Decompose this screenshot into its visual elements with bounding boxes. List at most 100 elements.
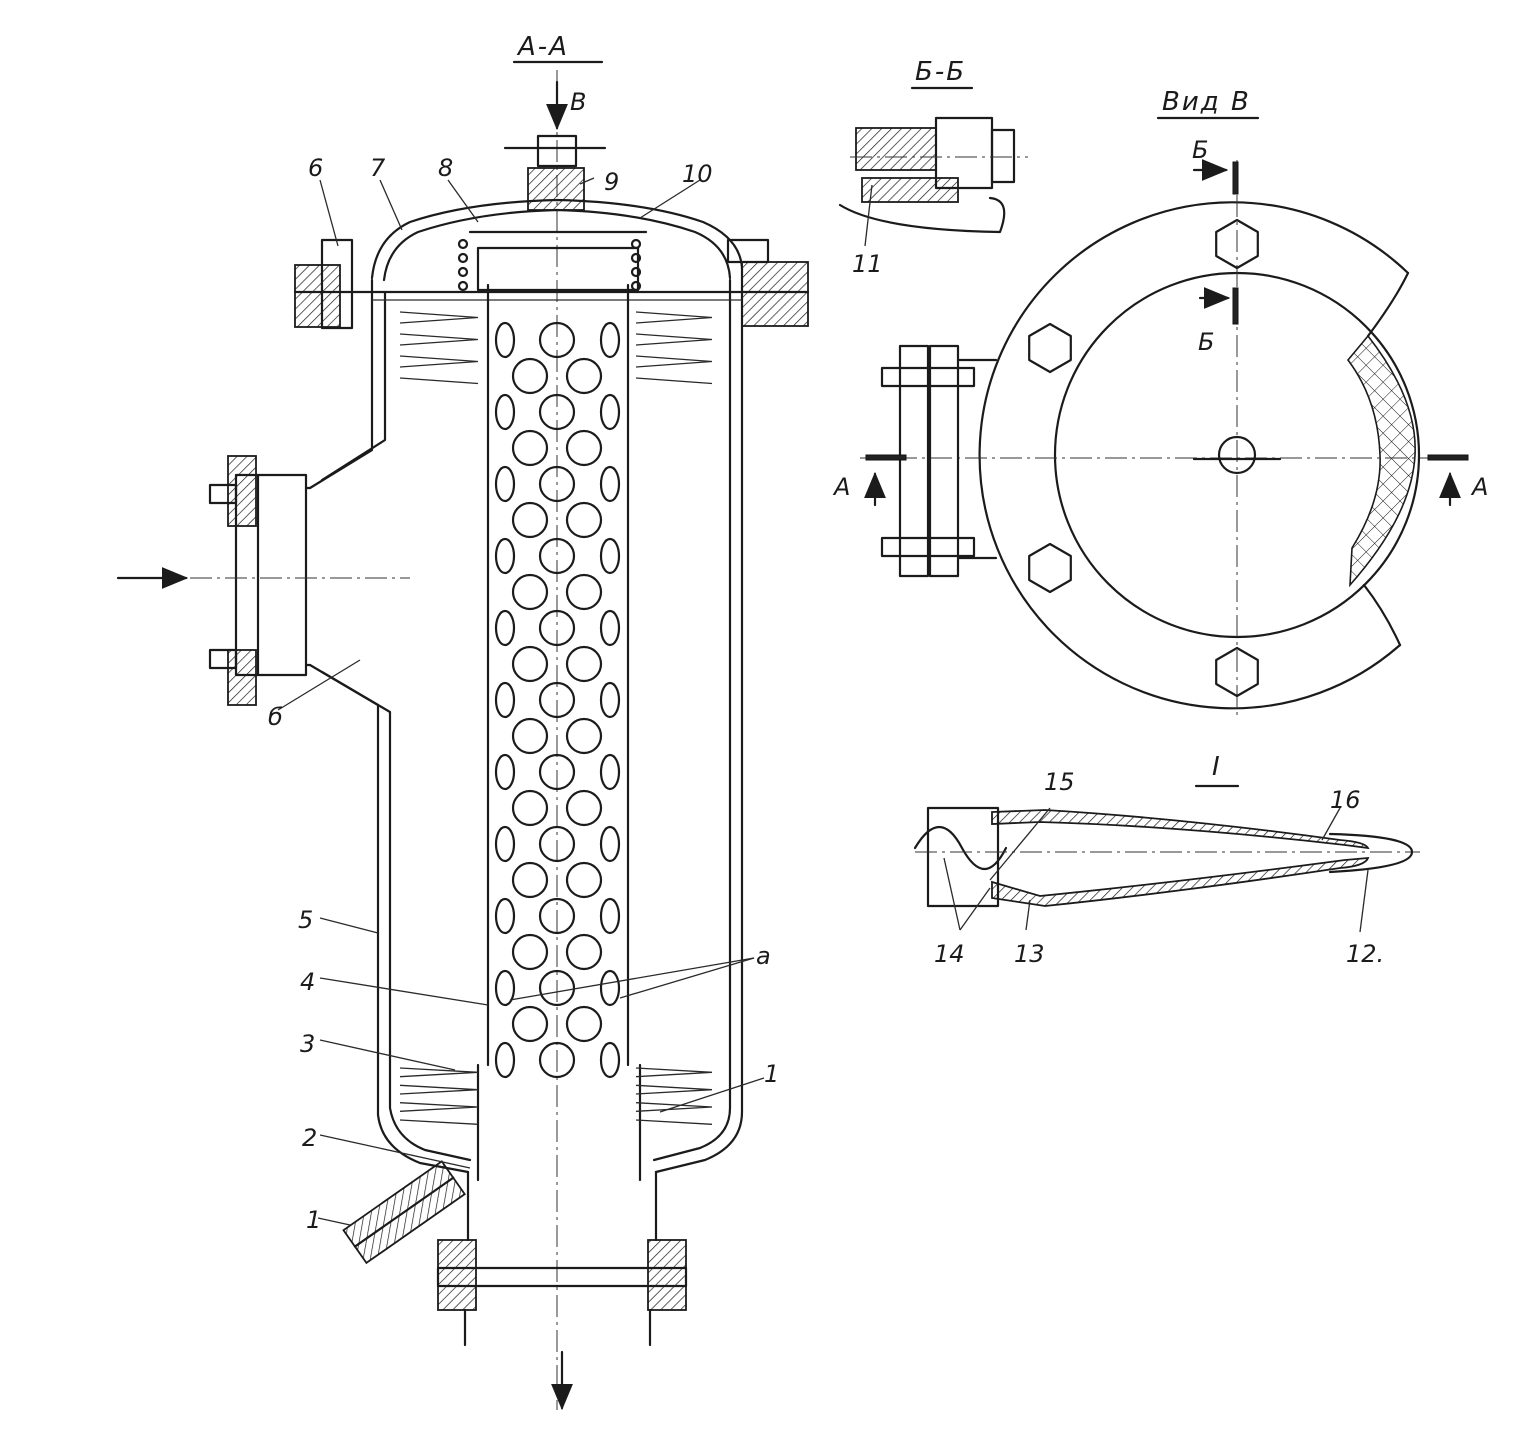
perforation-hole: [494, 609, 516, 647]
drain-valve: [342, 1160, 466, 1265]
label-15: 15: [1044, 768, 1075, 796]
section-b-detail: Б-Б 11: [838, 57, 1028, 278]
filter-tube-right-wall: [626, 283, 642, 1182]
perforation-hole: [511, 717, 549, 755]
perforation-hole: [511, 429, 549, 467]
perforation-hole: [599, 1041, 621, 1079]
perforation-hole: [599, 393, 621, 431]
detail-i-lower-leaf: [991, 856, 1370, 907]
label-6: 6: [308, 154, 323, 182]
valve-handwheel-hub: [536, 134, 578, 168]
perforation-hole: [511, 645, 549, 683]
leader-14b: [959, 887, 991, 931]
section-b-nut: [990, 128, 1016, 184]
label-10: 10: [682, 160, 713, 188]
filter-tube-left-wall: [476, 283, 490, 1182]
perforation-hole: [565, 861, 603, 899]
cut-b-top-mark: [1232, 161, 1239, 195]
cut-a-left-label: А: [832, 473, 850, 501]
perforation-hole: [538, 393, 576, 431]
perforation-hole: [494, 897, 516, 935]
perforation-hole: [494, 393, 516, 431]
perforation-hole: [494, 753, 516, 791]
air-valve: [503, 80, 607, 211]
perforation-hole: [538, 753, 576, 791]
cone-spring: [635, 311, 713, 385]
detail-i-tip: [1328, 832, 1414, 874]
label-3: 3: [300, 1030, 315, 1058]
inlet-bolt-bottom: [208, 648, 238, 670]
outlet-flange-right: [647, 1239, 687, 1311]
section-a-title: А-А: [516, 32, 569, 62]
detail-i-title: I: [1212, 752, 1222, 782]
outlet-neck: [466, 1170, 658, 1242]
perforation-holes: [494, 321, 621, 1079]
perforation-hole: [538, 969, 576, 1007]
perforation-hole: [511, 573, 549, 611]
detail-i-wave: [913, 826, 1008, 870]
hex-bolt-icon: [1028, 542, 1072, 594]
perforation-hole: [511, 933, 549, 971]
label-8: 8: [438, 154, 453, 182]
perforation-hole: [599, 825, 621, 863]
top-view-inlet-flange-b: [928, 344, 960, 578]
cut-b-bottom-label: Б: [1198, 328, 1214, 356]
label-7: 7: [370, 154, 386, 182]
top-view-cut-mesh: [1346, 334, 1416, 588]
perforation-hole: [494, 537, 516, 575]
perforation-hole: [565, 429, 603, 467]
leader-14a: [943, 857, 961, 931]
section-b-flange-bottom: [861, 177, 959, 203]
perforation-hole: [538, 825, 576, 863]
perforation-hole: [511, 1005, 549, 1043]
cut-a-right-mark: [1427, 454, 1469, 461]
perforation-hole: [599, 321, 621, 359]
top-view-break-lines: [1362, 271, 1410, 647]
perforation-hole: [538, 465, 576, 503]
detail-i-upper-leaf: [991, 809, 1370, 850]
label-2: 2: [302, 1124, 317, 1152]
label-4: 4: [300, 968, 315, 996]
top-view-outer-circle: [978, 201, 1410, 710]
cut-b-bottom-mark: [1232, 287, 1239, 325]
label-1-drain: 1: [306, 1206, 321, 1234]
label-9: 9: [604, 168, 619, 196]
cut-b-top-label: Б: [1192, 136, 1208, 164]
perforation-hole: [511, 357, 549, 395]
flange-bolt-right-head: [726, 238, 770, 264]
label-12: 12.: [1346, 940, 1384, 968]
perforation-hole: [599, 537, 621, 575]
perforation-hole: [494, 681, 516, 719]
leader-15: [989, 807, 1051, 881]
cone-springs: [399, 311, 713, 1125]
leader-12: [1359, 869, 1369, 933]
housing-inner-wall: [320, 278, 732, 1162]
perforation-hole: [565, 573, 603, 611]
center-valve-hub: [1217, 435, 1257, 475]
detail-i: I 15 16 14 13 12.: [913, 752, 1420, 968]
outlet-nozzle: [436, 1170, 688, 1411]
label-13: 13: [1014, 940, 1045, 968]
perforation-hole: [565, 933, 603, 971]
section-b-break-line: [838, 196, 1006, 234]
view-b-title: Вид В: [1162, 87, 1251, 117]
hex-bolt-icon: [1215, 218, 1259, 270]
perforation-hole: [538, 897, 576, 935]
view-arrow-label: В: [570, 88, 586, 116]
perforation-hole: [599, 609, 621, 647]
valve-body: [527, 167, 585, 211]
cone-spring: [399, 1067, 479, 1125]
top-view-inlet-bolt-bottom: [880, 536, 976, 558]
perforation-hole: [494, 825, 516, 863]
perforation-hole: [538, 321, 576, 359]
drain-valve-axis: [353, 1176, 455, 1248]
top-view-inlet-bolt-top: [880, 366, 976, 388]
perforation-hole: [538, 681, 576, 719]
top-flange-left: [294, 264, 341, 328]
perforation-hole: [599, 465, 621, 503]
label-b-cavity: б: [268, 703, 283, 731]
perforation-hole: [511, 501, 549, 539]
top-view-b: Вид В Б Б А А: [832, 87, 1488, 715]
filter-top-cap: [476, 246, 640, 292]
